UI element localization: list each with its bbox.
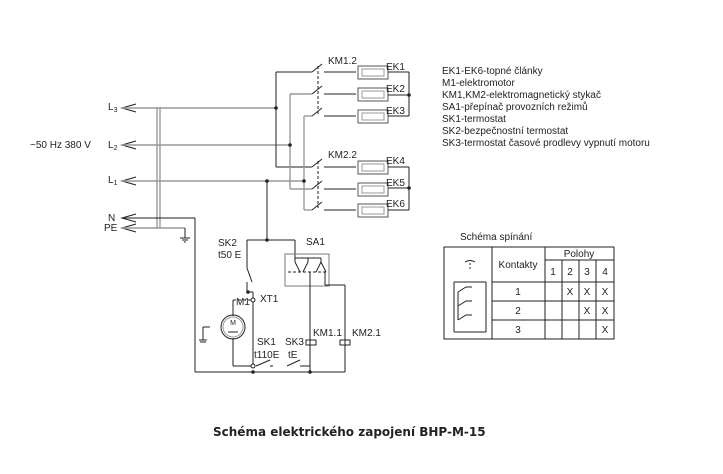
control-junctions	[246, 238, 312, 374]
heater-ek1	[357, 65, 389, 80]
position-header: 1	[550, 267, 556, 278]
line-l3-label: L3	[108, 102, 118, 114]
table-cell: X	[602, 325, 609, 336]
km2-1-coil	[339, 339, 351, 346]
terminal-arrows	[120, 103, 137, 233]
contact-row-label: 3	[515, 325, 521, 336]
supply-label: ~50 Hz 380 V	[30, 140, 91, 151]
xt1-terminal-bottom	[250, 363, 256, 369]
switching-table	[443, 246, 615, 340]
position-header: 4	[602, 267, 608, 278]
xt1-label: XT1	[260, 294, 279, 305]
table-cell: X	[602, 306, 609, 317]
heater-ek6-label: EK6	[386, 199, 405, 210]
position-header: 3	[584, 267, 590, 278]
km2-2-contacts	[311, 158, 356, 211]
supply-bus	[122, 107, 304, 229]
table-cell: X	[567, 287, 574, 298]
sk3-label: SK3	[285, 337, 304, 348]
sk2-label: SK2	[218, 238, 237, 249]
line-l2-label: L2	[108, 140, 118, 152]
contact-row-label: 2	[515, 306, 521, 317]
km2-1-label: KM2.1	[352, 328, 381, 339]
col-contacts-header: Kontakty	[499, 260, 538, 271]
power-wiring	[275, 71, 312, 168]
legend-item: EK1-EK6-topné články	[442, 66, 543, 77]
switching-table-title: Schéma spínání	[460, 232, 532, 243]
ground-icon	[180, 237, 190, 243]
heater-ek4	[357, 160, 389, 175]
heater-ek3	[357, 109, 389, 124]
heater-ek2	[357, 87, 389, 102]
legend-item: KM1,KM2-elektromagnetický stykač	[442, 90, 601, 101]
pe-label: PE	[104, 223, 118, 234]
km1-2-label: KM1.2	[328, 56, 357, 67]
xt1-terminal	[250, 297, 256, 303]
sk1-temp-label: t110E	[254, 350, 280, 361]
contact-row-label: 1	[515, 287, 521, 298]
heater-ek2-label: EK2	[386, 84, 405, 95]
heater-ek4-label: EK4	[386, 156, 405, 167]
km1-2-contacts	[311, 63, 356, 117]
table-cell: X	[584, 287, 591, 298]
heater-ek1-label: EK1	[386, 62, 405, 73]
motor-m1	[220, 314, 246, 340]
switch-symbol-icon	[453, 260, 487, 333]
legend: EK1-EK6-topné články M1-elektromotor KM1…	[442, 66, 650, 149]
heater-ek6	[357, 203, 389, 218]
legend-item: SK3-termostat časové prodlevy vypnutí mo…	[442, 138, 650, 149]
legend-item: SK1-termostat	[442, 114, 506, 125]
m1-label: M1	[236, 297, 250, 308]
legend-item: SK2-bezpečnostní termostat	[442, 126, 568, 137]
heater-ek5	[357, 182, 389, 197]
neutral-line	[122, 217, 196, 372]
control-wiring	[195, 181, 346, 373]
diagram-caption: Schéma elektrického zapojení BHP-M-15	[213, 425, 486, 439]
sk3-temp-label: tE	[288, 350, 298, 361]
junction-dots	[265, 93, 411, 190]
sk1-label: SK1	[257, 337, 276, 348]
col-positions-header: Polohy	[564, 249, 595, 260]
sa1-label: SA1	[306, 237, 325, 248]
star-point-wiring	[388, 71, 410, 211]
motor-ground-icon	[199, 339, 207, 343]
km2-2-label: KM2.2	[328, 150, 357, 161]
line-l1-label: L1	[108, 175, 118, 187]
motor-symbol: M	[230, 320, 236, 327]
heater-ek3-label: EK3	[386, 106, 405, 117]
legend-item: SA1-přepínač provozních režimů	[442, 101, 588, 113]
legend-item: M1-elektromotor	[442, 78, 515, 89]
neutral-label: N	[108, 213, 115, 224]
km1-1-label: KM1.1	[313, 328, 342, 339]
power-wiring-grey	[289, 93, 312, 211]
km1-1-coil	[305, 339, 317, 346]
sk2-temp-label: t50 E	[218, 250, 242, 261]
table-cell: X	[602, 287, 609, 298]
heater-ek5-label: EK5	[386, 178, 405, 189]
table-cell: X	[584, 306, 591, 317]
heater-elements	[357, 65, 389, 218]
position-header: 2	[567, 267, 573, 278]
